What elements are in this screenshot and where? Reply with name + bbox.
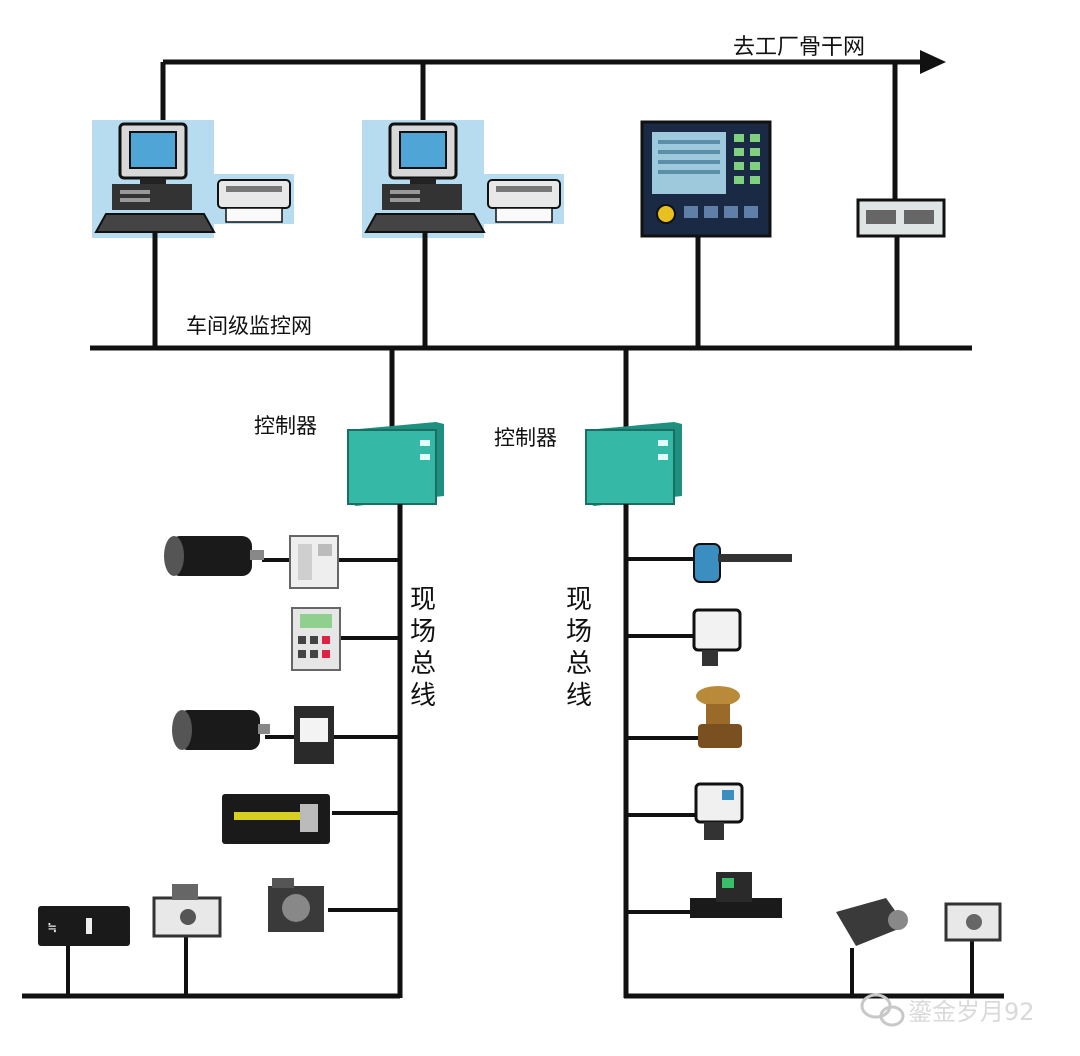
pc-tower-icon — [112, 184, 192, 210]
temperature-sensor — [693, 543, 792, 583]
flow-meter-icon — [690, 898, 782, 918]
controller-left-label: 控制器 — [254, 414, 317, 438]
hmi-keypad — [734, 134, 760, 184]
valve-actuator-left-1 — [268, 878, 324, 932]
wechat-icon — [860, 993, 905, 1027]
fieldbus-left-label: 现 场 总 线 — [410, 585, 436, 711]
operator-keypad-terminal — [291, 607, 341, 671]
network-gateway — [856, 198, 946, 238]
controller-right-label: 控制器 — [494, 426, 557, 450]
servo-drive-icon — [289, 535, 339, 589]
valve-actuator-left-2 — [152, 884, 222, 938]
svg-text:总: 总 — [410, 649, 436, 679]
backbone-label: 去工厂骨干网 — [733, 35, 865, 60]
keyboard-icon — [364, 213, 486, 233]
valve-positioner — [694, 782, 744, 840]
drive-box-icon — [38, 906, 130, 946]
actuator-icon — [836, 898, 906, 946]
motor-starter — [294, 706, 334, 764]
fieldbus-right-label: 现 场 总 线 — [566, 585, 592, 711]
pc-tower-icon — [382, 184, 462, 210]
fieldbus-left — [22, 504, 403, 999]
svg-text:现: 现 — [410, 585, 436, 615]
temperature-sensor-icon — [693, 543, 721, 583]
servo-motor-icon — [170, 536, 252, 576]
controller-left — [347, 422, 444, 506]
printer-icon — [217, 179, 291, 209]
controller-right — [585, 422, 682, 506]
servo-motor-icon — [178, 710, 260, 750]
svg-text:场: 场 — [566, 617, 592, 647]
actuator-right-1 — [836, 898, 908, 946]
servo-motor-1 — [164, 536, 264, 576]
servo-drive-1 — [289, 535, 339, 589]
valve-positioner-icon — [694, 782, 744, 824]
pressure-transmitter — [692, 608, 742, 666]
watermark-text: 鎏金岁月92 — [908, 998, 1035, 1026]
svg-text:场: 场 — [410, 617, 436, 647]
hmi-operator-panel — [640, 120, 772, 238]
control-valve-icon — [696, 686, 740, 706]
keyboard-icon — [94, 213, 216, 233]
workstation-1 — [92, 120, 294, 238]
svg-text:≒: ≒ — [48, 920, 56, 936]
svg-text:线: 线 — [410, 681, 436, 711]
printer-icon — [487, 179, 561, 209]
servo-motor-2 — [172, 710, 270, 750]
actuator-right-2 — [944, 902, 1002, 942]
fieldbus-right — [623, 504, 1004, 999]
factory-backbone — [160, 50, 946, 200]
workshop-network-label: 车间级监控网 — [186, 314, 312, 338]
flow-meter — [690, 872, 782, 918]
emergency-stop-icon — [656, 204, 676, 224]
drive-controller-box: ≒ — [38, 906, 130, 946]
pressure-transmitter-icon — [692, 608, 742, 652]
backbone-arrow-icon — [920, 50, 946, 74]
svg-text:线: 线 — [566, 681, 592, 711]
control-valve — [696, 686, 742, 748]
io-module — [222, 794, 330, 844]
svg-text:现: 现 — [566, 585, 592, 615]
workstation-2 — [362, 120, 564, 238]
svg-text:总: 总 — [566, 649, 592, 679]
watermark: 鎏金岁月92 — [860, 993, 1035, 1027]
